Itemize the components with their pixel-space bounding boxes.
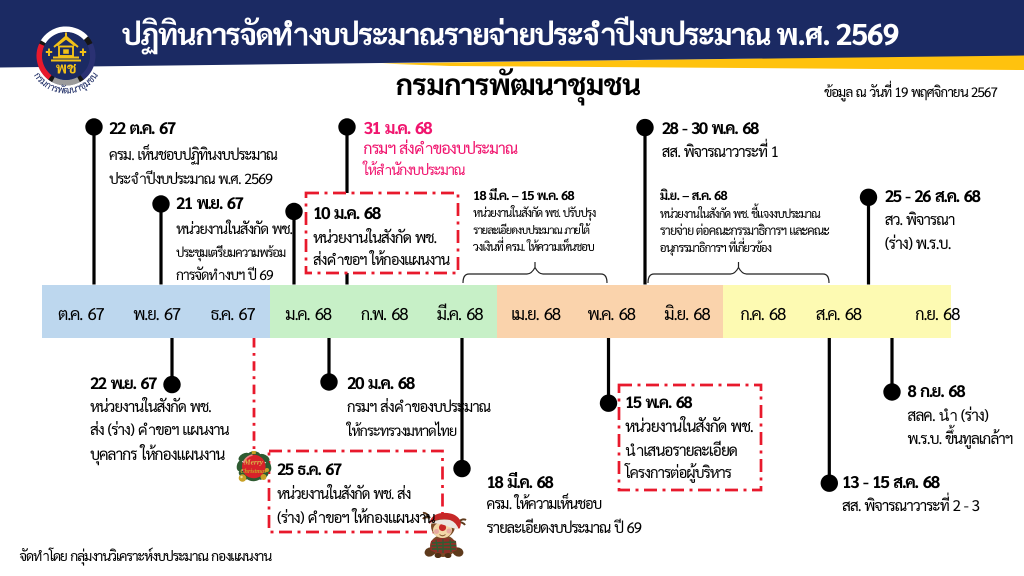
svg-text:Christmas: Christmas bbox=[240, 467, 267, 475]
svg-text:พช: พช bbox=[56, 59, 77, 78]
svg-text:Merry: Merry bbox=[243, 457, 264, 467]
